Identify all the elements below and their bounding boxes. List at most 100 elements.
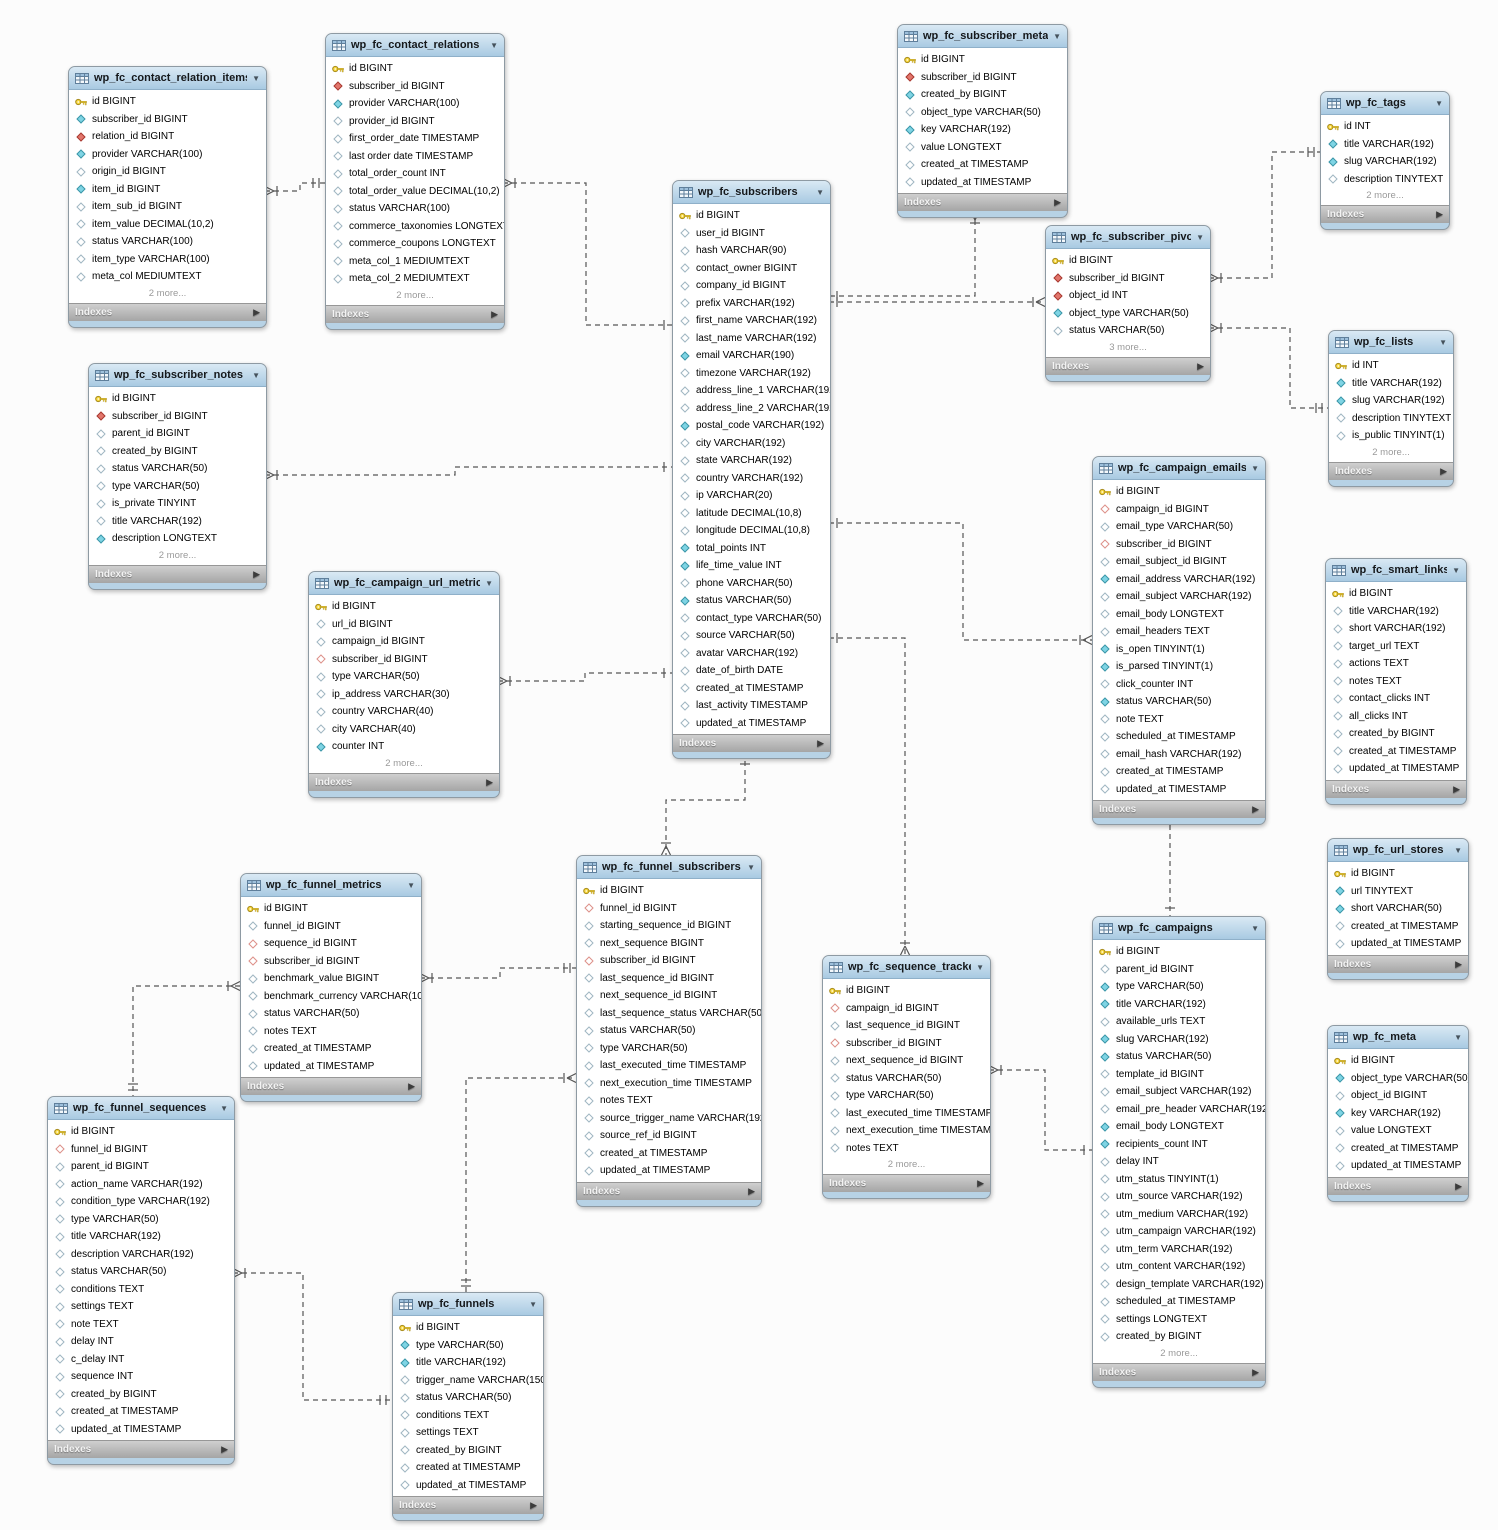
- field-row[interactable]: status VARCHAR(50): [1093, 1048, 1265, 1066]
- field-row[interactable]: ip_address VARCHAR(30): [309, 686, 499, 704]
- field-row[interactable]: id BIGINT: [1093, 483, 1265, 501]
- field-row[interactable]: last_executed_time TIMESTAMP: [823, 1105, 990, 1123]
- relationship-line[interactable]: [498, 672, 672, 682]
- chevron-down-icon[interactable]: ▼: [747, 862, 755, 872]
- field-row[interactable]: status VARCHAR(50): [1046, 322, 1210, 340]
- chevron-down-icon[interactable]: ▼: [1435, 98, 1443, 108]
- field-row[interactable]: object_type VARCHAR(50): [898, 104, 1067, 122]
- field-row[interactable]: provider VARCHAR(100): [69, 146, 266, 164]
- expand-icon[interactable]: ▶: [1455, 958, 1462, 969]
- field-row[interactable]: notes TEXT: [577, 1092, 761, 1110]
- field-row[interactable]: total_order_value DECIMAL(10,2): [326, 183, 504, 201]
- more-fields[interactable]: 2 more...: [887, 1159, 926, 1170]
- field-row[interactable]: slug VARCHAR(192): [1329, 392, 1453, 410]
- relationship-line[interactable]: [829, 211, 976, 297]
- field-row[interactable]: parent_id BIGINT: [48, 1158, 234, 1176]
- expand-icon[interactable]: ▶: [977, 1178, 984, 1188]
- field-row[interactable]: email_address VARCHAR(192): [1093, 571, 1265, 589]
- chevron-down-icon[interactable]: ▼: [1251, 923, 1259, 933]
- field-row[interactable]: slug VARCHAR(192): [1321, 153, 1449, 171]
- field-row[interactable]: id BIGINT: [326, 60, 504, 78]
- field-row[interactable]: click_counter INT: [1093, 676, 1265, 694]
- field-row[interactable]: first_name VARCHAR(192): [673, 312, 830, 330]
- indexes-bar[interactable]: Indexes▶: [1326, 779, 1466, 798]
- field-row[interactable]: id INT: [1321, 118, 1449, 136]
- relationship-line[interactable]: [1209, 151, 1320, 279]
- field-row[interactable]: id BIGINT: [823, 982, 990, 1000]
- indexes-bar[interactable]: Indexes▶: [69, 302, 266, 321]
- field-row[interactable]: city VARCHAR(40): [309, 721, 499, 739]
- field-row[interactable]: conditions TEXT: [393, 1407, 543, 1425]
- chevron-down-icon[interactable]: ▼: [1454, 845, 1462, 855]
- field-row[interactable]: target_url TEXT: [1326, 638, 1466, 656]
- field-row[interactable]: condition_type VARCHAR(192): [48, 1193, 234, 1211]
- field-row[interactable]: campaign_id BIGINT: [1093, 501, 1265, 519]
- relationship-line[interactable]: [829, 637, 906, 955]
- chevron-down-icon[interactable]: ▼: [1452, 565, 1460, 575]
- field-row[interactable]: provider VARCHAR(100): [326, 95, 504, 113]
- field-row[interactable]: status VARCHAR(50): [823, 1070, 990, 1088]
- expand-icon[interactable]: ▶: [1252, 1366, 1259, 1377]
- field-row[interactable]: email_subject_id BIGINT: [1093, 553, 1265, 571]
- field-row[interactable]: id BIGINT: [1328, 1052, 1468, 1070]
- chevron-down-icon[interactable]: ▼: [1439, 337, 1447, 347]
- field-row[interactable]: url TINYTEXT: [1328, 883, 1468, 901]
- field-row[interactable]: starting_sequence_id BIGINT: [577, 917, 761, 935]
- field-row[interactable]: created_at TIMESTAMP: [673, 680, 830, 698]
- more-fields[interactable]: 3 more...: [1109, 341, 1147, 353]
- field-row[interactable]: total_order_count INT: [326, 165, 504, 183]
- more-fields[interactable]: 2 more...: [396, 289, 434, 301]
- field-row[interactable]: campaign_id BIGINT: [823, 1000, 990, 1018]
- field-row[interactable]: utm_content VARCHAR(192): [1093, 1258, 1265, 1276]
- more-fields[interactable]: 2 more...: [1366, 190, 1404, 201]
- field-row[interactable]: phone VARCHAR(50): [673, 575, 830, 593]
- more-fields[interactable]: 2 more...: [1160, 1347, 1198, 1359]
- field-row[interactable]: created_at TIMESTAMP: [1328, 1140, 1468, 1158]
- relationship-line[interactable]: [465, 1077, 576, 1292]
- field-row[interactable]: slug VARCHAR(192): [1093, 1031, 1265, 1049]
- expand-icon[interactable]: ▶: [1054, 197, 1061, 207]
- expand-icon[interactable]: ▶: [253, 568, 260, 579]
- indexes-bar[interactable]: Indexes▶: [673, 734, 830, 752]
- field-row[interactable]: id BIGINT: [898, 51, 1067, 69]
- field-row[interactable]: last_executed_time TIMESTAMP: [577, 1057, 761, 1075]
- chevron-down-icon[interactable]: ▼: [1196, 232, 1204, 242]
- field-row[interactable]: description LONGTEXT: [89, 530, 266, 548]
- table-header[interactable]: wp_fc_sequence_tracker▼: [823, 956, 990, 979]
- field-row[interactable]: meta_col MEDIUMTEXT: [69, 268, 266, 286]
- field-row[interactable]: state VARCHAR(192): [673, 452, 830, 470]
- field-row[interactable]: id BIGINT: [69, 93, 266, 111]
- field-row[interactable]: updated_at TIMESTAMP: [898, 174, 1067, 192]
- field-row[interactable]: updated_at TIMESTAMP: [241, 1058, 421, 1076]
- field-row[interactable]: description TINYTEXT: [1321, 171, 1449, 189]
- field-row[interactable]: status VARCHAR(100): [326, 200, 504, 218]
- relationship-line[interactable]: [265, 466, 672, 476]
- field-row[interactable]: next_sequence_id BIGINT: [823, 1052, 990, 1070]
- expand-icon[interactable]: ▶: [1455, 1180, 1462, 1191]
- field-row[interactable]: created_by BIGINT: [48, 1386, 234, 1404]
- field-row[interactable]: avatar VARCHAR(192): [673, 645, 830, 663]
- field-row[interactable]: status VARCHAR(50): [577, 1022, 761, 1040]
- field-row[interactable]: design_template VARCHAR(192): [1093, 1276, 1265, 1294]
- indexes-bar[interactable]: Indexes▶: [241, 1077, 421, 1095]
- field-row[interactable]: company_id BIGINT: [673, 277, 830, 295]
- more-fields[interactable]: 2 more...: [158, 549, 197, 561]
- field-row[interactable]: id BIGINT: [1328, 865, 1468, 883]
- field-row[interactable]: all_clicks INT: [1326, 708, 1466, 726]
- table-header[interactable]: wp_fc_campaigns▼: [1093, 917, 1265, 940]
- field-row[interactable]: contact_owner BIGINT: [673, 260, 830, 278]
- field-row[interactable]: last_name VARCHAR(192): [673, 330, 830, 348]
- field-row[interactable]: id BIGINT: [673, 207, 830, 225]
- more-fields[interactable]: 2 more...: [148, 287, 187, 299]
- field-row[interactable]: email VARCHAR(190): [673, 347, 830, 365]
- field-row[interactable]: created_at TIMESTAMP: [898, 156, 1067, 174]
- field-row[interactable]: total_points INT: [673, 540, 830, 558]
- field-row[interactable]: utm_campaign VARCHAR(192): [1093, 1223, 1265, 1241]
